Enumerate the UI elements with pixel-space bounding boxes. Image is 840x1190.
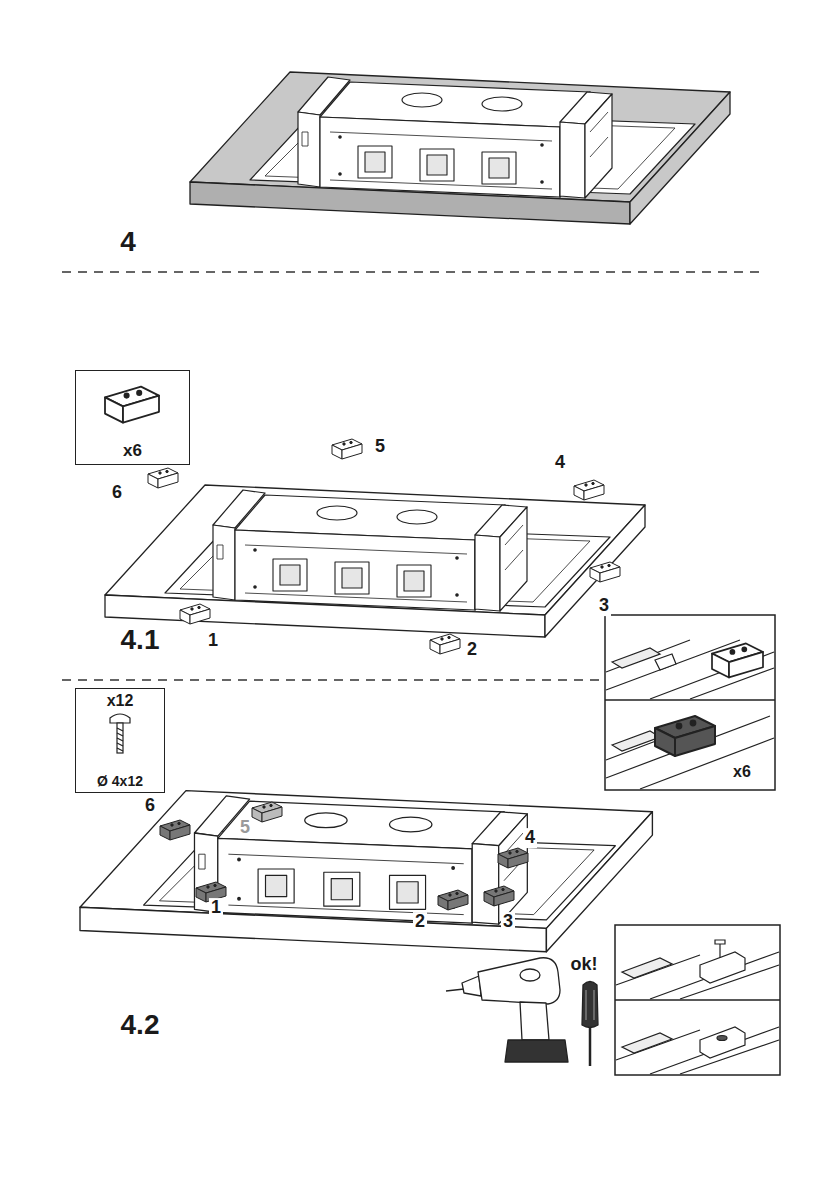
step-divider <box>62 271 762 273</box>
callout-number: 6 <box>143 796 157 816</box>
callout-number: 1 <box>209 898 223 918</box>
detail-inset <box>605 615 775 790</box>
screwdriver <box>589 1028 592 1066</box>
callout-number: 6 <box>110 483 124 503</box>
detail-inset <box>605 699 775 701</box>
step-number: 4 <box>118 227 138 258</box>
callout-number: 5 <box>238 818 252 838</box>
ok-mark: ok! <box>569 955 600 975</box>
cordless-drill <box>462 976 481 996</box>
step-4-2-illustration <box>438 890 468 910</box>
step-4-1-illustration <box>148 468 178 488</box>
screw-icon <box>110 714 130 753</box>
screw-icon <box>117 728 123 751</box>
step-4-2-illustration <box>252 802 282 822</box>
box-text: x12 <box>107 692 134 710</box>
cordless-drill <box>520 1002 549 1040</box>
screw-box: x12 Ø 4x12 <box>75 688 165 793</box>
step-4-2-illustration <box>80 714 652 952</box>
callout-number: 3 <box>501 912 515 932</box>
detail-inset <box>615 925 780 1075</box>
step-4-2-illustration <box>80 791 652 952</box>
detail-inset <box>615 999 780 1001</box>
step-4-2-illustration <box>144 796 616 924</box>
detail-inset <box>606 640 774 699</box>
detail-inset <box>612 731 660 751</box>
callout-number: 3 <box>597 596 611 616</box>
detail-inset <box>612 648 660 668</box>
callout-number: 4 <box>523 828 537 848</box>
screw-icon <box>117 723 123 753</box>
step-4-1-illustration <box>590 562 620 582</box>
detail-inset <box>616 1027 779 1074</box>
step-4-illustration <box>190 72 730 224</box>
step-divider <box>62 679 600 681</box>
detail-inset <box>700 952 745 983</box>
callout-number: 2 <box>465 640 479 660</box>
detail-inset <box>606 716 774 789</box>
cordless-drill <box>520 969 540 981</box>
step-number: 4.2 <box>119 1010 162 1041</box>
step-4-2-illustration <box>160 820 190 840</box>
box-text: Ø 4x12 <box>97 773 143 789</box>
detail-inset <box>622 958 672 978</box>
detail-inset <box>719 944 720 958</box>
callout-number: 5 <box>373 437 387 457</box>
step-4-1-illustration <box>574 480 604 500</box>
step-4-1-illustration <box>75 370 645 654</box>
cordless-drill <box>505 1040 568 1062</box>
callout-number: 2 <box>413 912 427 932</box>
detail-inset <box>622 1033 672 1053</box>
screwdriver <box>582 982 598 1028</box>
callout-number: 1 <box>206 631 220 651</box>
box-text: x6 <box>123 441 142 461</box>
screw-icon <box>110 714 130 723</box>
step-4-1-illustration <box>165 490 610 611</box>
detail-inset <box>715 940 725 944</box>
detail-inset <box>712 643 763 677</box>
parts-box: x6 <box>75 370 190 465</box>
step-4-2-illustration <box>498 848 528 868</box>
cordless-drill <box>446 958 568 1062</box>
detail-inset <box>655 654 676 670</box>
step-4-1-illustration <box>430 634 460 654</box>
step-4-1-illustration <box>105 387 159 423</box>
step-number: 4.1 <box>119 625 162 656</box>
step-4-illustration <box>250 77 695 198</box>
detail-inset <box>616 952 779 999</box>
detail-inset <box>700 1027 745 1058</box>
detail-inset <box>605 615 775 790</box>
screwdriver <box>586 990 594 1020</box>
step-4-1-illustration <box>105 485 645 637</box>
step-4-illustration <box>190 72 730 224</box>
detail-inset <box>655 716 715 756</box>
screwdriver <box>582 982 598 1067</box>
step-4-1-illustration <box>332 439 362 459</box>
cordless-drill <box>478 958 560 1004</box>
detail-inset <box>615 925 780 1075</box>
callout-number: 4 <box>553 453 567 473</box>
step-4-1-illustration <box>75 370 190 465</box>
step-4-2-illustration <box>484 886 514 906</box>
step-4-1-illustration <box>180 604 210 624</box>
step-4-2-illustration <box>80 791 652 952</box>
quantity-label: x6 <box>731 763 753 781</box>
detail-inset <box>717 1036 727 1041</box>
cordless-drill <box>446 989 464 991</box>
